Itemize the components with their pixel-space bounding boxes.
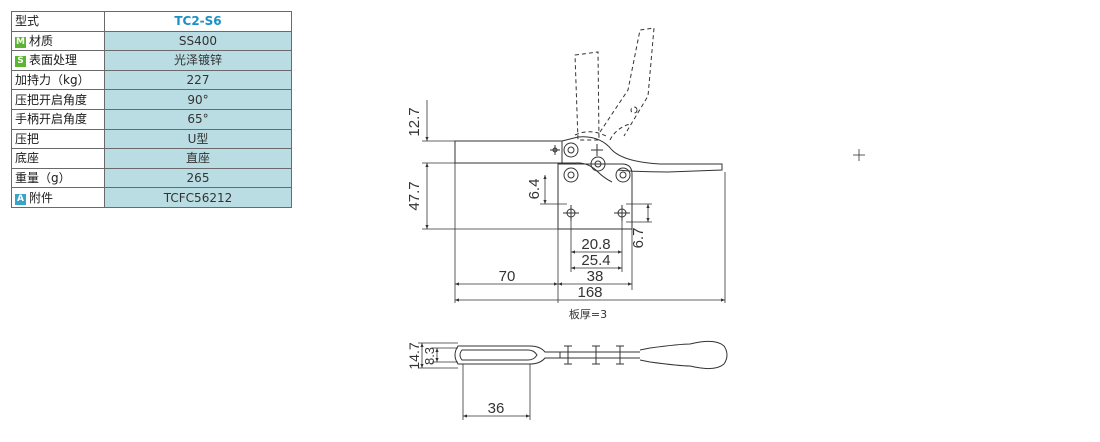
spec-value: U型 [104,128,292,150]
clamp-bar [454,140,563,164]
spec-badge-icon: M [15,36,26,48]
dim-168: 168 [577,284,602,301]
spec-label: 压把开启角度 [11,89,105,110]
spec-label: 手柄开启角度 [11,108,105,130]
spec-value: TCFC56212 [104,187,292,208]
dim-6-4: 6.4 [526,179,543,200]
dim-6-7: 6.7 [630,228,647,249]
dim-36: 36 [488,400,505,417]
dim-12-7: 12.7 [406,107,423,136]
open-position-outline [574,27,655,141]
base-plate [557,163,633,230]
spec-label: 型式 [11,11,105,32]
dim-38: 38 [587,268,604,285]
dim-47-7: 47.7 [406,181,423,210]
spec-value: 65° [104,108,292,130]
spec-row-model: 型式 TC2-S6 [11,11,292,32]
spec-row: 底座直座 [11,148,292,169]
spec-value: 227 [104,69,292,91]
dim-8-3: 8.3 [422,347,437,365]
linkage-arm [561,136,723,173]
dim-20-8: 20.8 [581,236,610,253]
spec-value: 直座 [104,148,292,169]
spec-label: 重量（g） [11,167,105,189]
plate-thickness-note: 板厚=3 [569,307,607,321]
spec-label: 压把 [11,128,105,150]
spec-value: 光泽镀锌 [104,50,292,71]
spec-badge-icon: S [15,56,26,68]
dim-70: 70 [499,268,516,285]
dim-14-7: 14.7 [406,342,422,369]
spec-label: 加持力（kg） [11,69,105,91]
spec-label: 底座 [11,148,105,169]
spec-row: 重量（g）265 [11,167,292,189]
top-view [454,340,728,370]
dim-25-4: 25.4 [581,252,610,269]
spec-value: TC2-S6 [104,11,292,32]
spec-value: 90° [104,89,292,110]
spec-badge-icon: A [15,193,26,205]
spec-value: SS400 [104,30,292,52]
spec-value: 265 [104,167,292,189]
spec-row: 加持力（kg）227 [11,69,292,91]
